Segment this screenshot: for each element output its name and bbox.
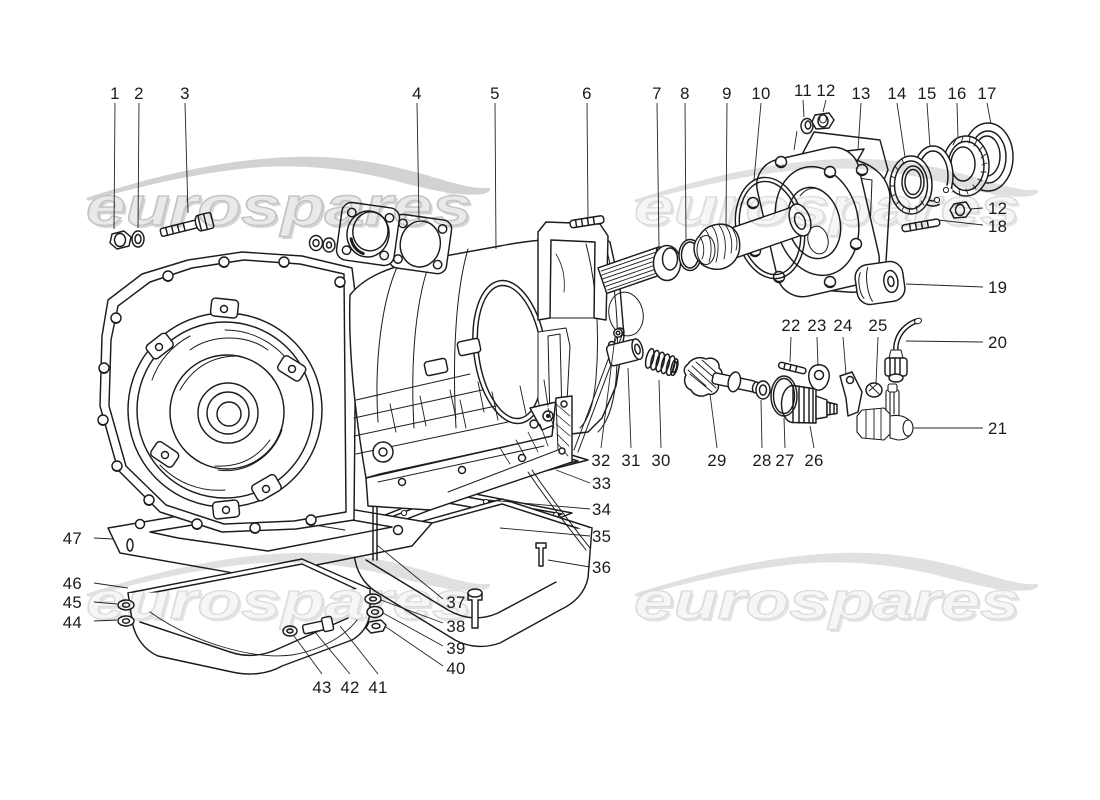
svg-text:7: 7	[652, 84, 662, 103]
svg-text:42: 42	[340, 678, 359, 697]
svg-text:41: 41	[368, 678, 387, 697]
svg-text:24: 24	[833, 316, 852, 335]
svg-text:3: 3	[180, 84, 190, 103]
svg-text:17: 17	[977, 84, 996, 103]
svg-text:32: 32	[591, 451, 610, 470]
svg-text:13: 13	[851, 84, 870, 103]
svg-text:14: 14	[887, 84, 906, 103]
svg-text:1: 1	[110, 84, 120, 103]
svg-text:29: 29	[707, 451, 726, 470]
svg-text:11: 11	[794, 81, 812, 100]
svg-text:6: 6	[582, 84, 592, 103]
svg-text:23: 23	[807, 316, 826, 335]
svg-text:12: 12	[816, 81, 835, 100]
svg-text:25: 25	[868, 316, 887, 335]
svg-text:35: 35	[592, 527, 611, 546]
svg-text:27: 27	[775, 451, 794, 470]
svg-text:19: 19	[988, 278, 1007, 297]
svg-text:43: 43	[312, 678, 331, 697]
svg-text:8: 8	[680, 84, 690, 103]
svg-text:33: 33	[592, 474, 611, 493]
svg-text:40: 40	[446, 659, 465, 678]
svg-text:34: 34	[592, 500, 611, 519]
svg-text:36: 36	[592, 558, 611, 577]
svg-text:9: 9	[722, 84, 732, 103]
svg-text:44: 44	[63, 613, 82, 632]
svg-text:47: 47	[63, 529, 82, 548]
svg-text:21: 21	[988, 419, 1007, 438]
svg-text:10: 10	[751, 84, 770, 103]
svg-text:5: 5	[490, 84, 500, 103]
svg-text:26: 26	[804, 451, 823, 470]
svg-text:30: 30	[651, 451, 670, 470]
svg-text:39: 39	[446, 639, 465, 658]
svg-text:22: 22	[781, 316, 800, 335]
svg-text:4: 4	[412, 84, 422, 103]
svg-text:45: 45	[63, 593, 82, 612]
svg-text:46: 46	[63, 574, 82, 593]
svg-text:31: 31	[621, 451, 640, 470]
svg-text:2: 2	[134, 84, 144, 103]
svg-text:28: 28	[752, 451, 771, 470]
svg-text:15: 15	[917, 84, 936, 103]
svg-text:20: 20	[988, 333, 1007, 352]
svg-text:16: 16	[947, 84, 966, 103]
